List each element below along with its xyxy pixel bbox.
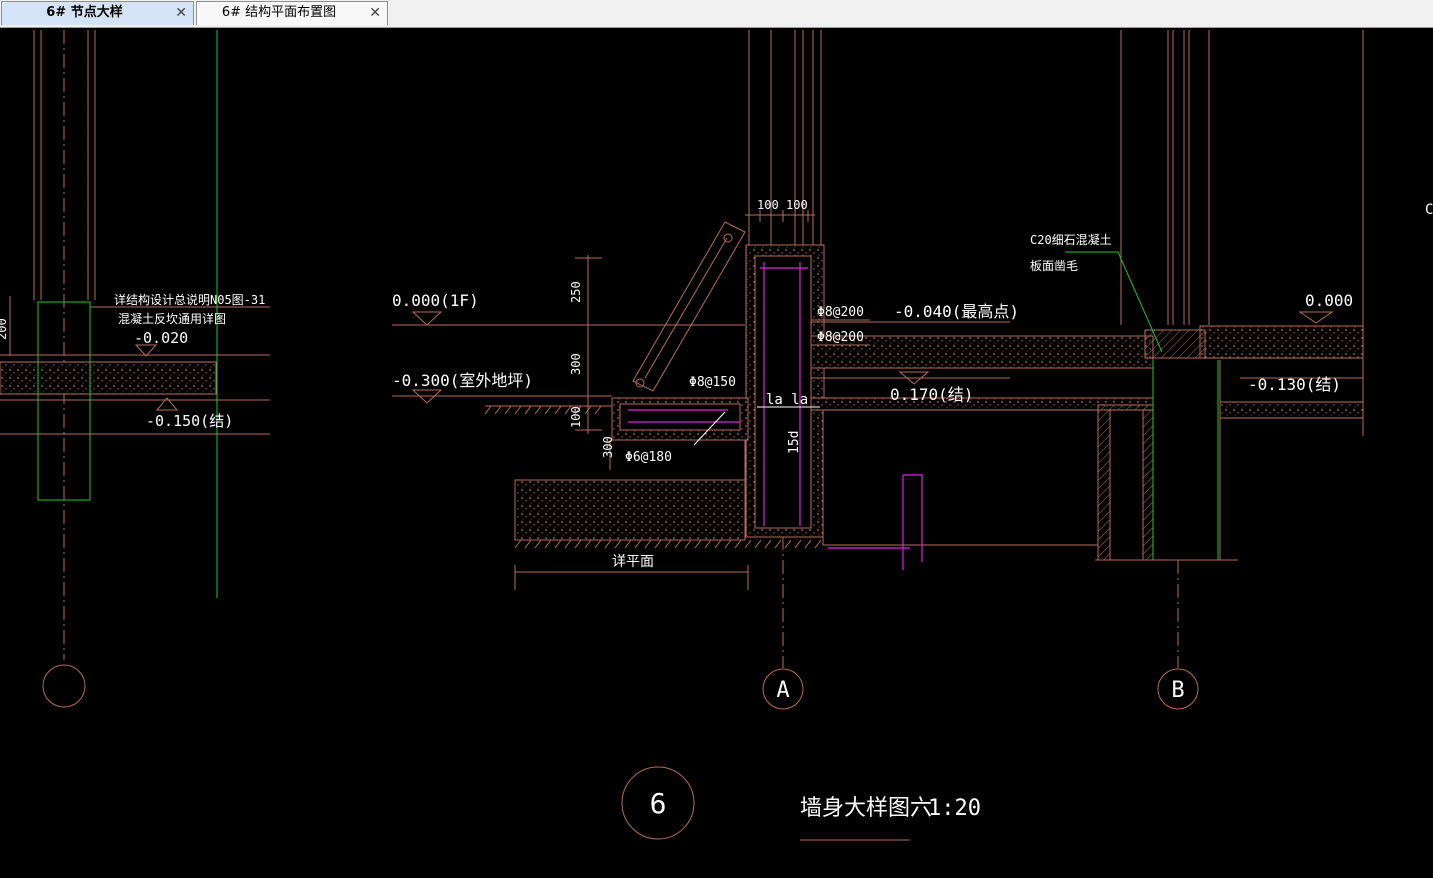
axis-label-a: A [776,678,789,703]
note-text: 详平面 [612,554,654,570]
tab-label: 6# 节点大样 [46,5,123,20]
detail-number: 6 [650,787,667,820]
elevation-label: -0.130(结) [1248,375,1341,394]
elevation-label: -0.150(结) [146,412,233,430]
rebar-label: Φ8@200 [817,330,864,345]
dim-text: 300 [601,436,615,458]
dim-text: 100 [786,198,808,212]
dim-text: 250 [569,281,583,303]
dim-text: 100 [569,406,583,428]
close-icon[interactable]: ✕ [369,5,381,21]
tab-structural-plan[interactable]: 6# 结构平面布置图 ✕ [196,1,388,25]
detail-scale: 1:20 [928,796,981,821]
close-icon[interactable]: ✕ [175,5,187,21]
elevation-label: 0.170(结) [890,385,973,404]
detail-title: 墙身大样图六 [800,796,932,821]
edge-text: C [1425,202,1433,218]
dim-text: 15d [787,431,802,454]
annotation-text: 0.000(1F) -0.300(室外地坪) 250 300 100 300 1… [392,198,1433,821]
la-label: la la [766,392,808,408]
left-detail [0,30,270,708]
elevation-label: 0.000 [1305,291,1353,310]
right-detail [1095,30,1364,561]
axis-label-b: B [1171,678,1184,703]
elevation-label: 0.000(1F) [392,291,479,310]
cad-drawing[interactable]: 200 详结构设计总说明N05图-31 混凝土反坎通用详图 -0.020 -0.… [0,28,1433,874]
dim-text: 200 [0,318,9,340]
leader-line [1065,251,1163,353]
note-text: 混凝土反坎通用详图 [118,311,226,326]
rebar-label: Φ6@180 [625,450,672,465]
note-text: C20细石混凝土 [1030,232,1112,247]
elevation-label: -0.020 [134,329,188,347]
main-detail [392,30,1199,841]
note-text: 详结构设计总说明N05图-31 [114,292,265,307]
leader-line [693,411,726,446]
dim-text: 300 [569,353,583,375]
rebar-label: Φ8@150 [689,375,736,390]
rebar-lines [628,262,923,570]
elevation-label: -0.040(最高点) [894,302,1019,321]
note-text: 板面凿毛 [1030,259,1078,273]
tab-node-details[interactable]: 6# 节点大样 ✕ [1,1,194,25]
tab-label: 6# 结构平面布置图 [221,5,337,20]
drawing-canvas[interactable]: 200 详结构设计总说明N05图-31 混凝土反坎通用详图 -0.020 -0.… [0,28,1433,874]
elevation-label: -0.300(室外地坪) [392,371,533,390]
left-column-outline [37,301,91,501]
document-tab-bar: 6# 节点大样 ✕ 6# 结构平面布置图 ✕ [0,0,1433,28]
rebar-label: Φ8@200 [817,305,864,320]
dim-text: 100 [757,198,779,212]
